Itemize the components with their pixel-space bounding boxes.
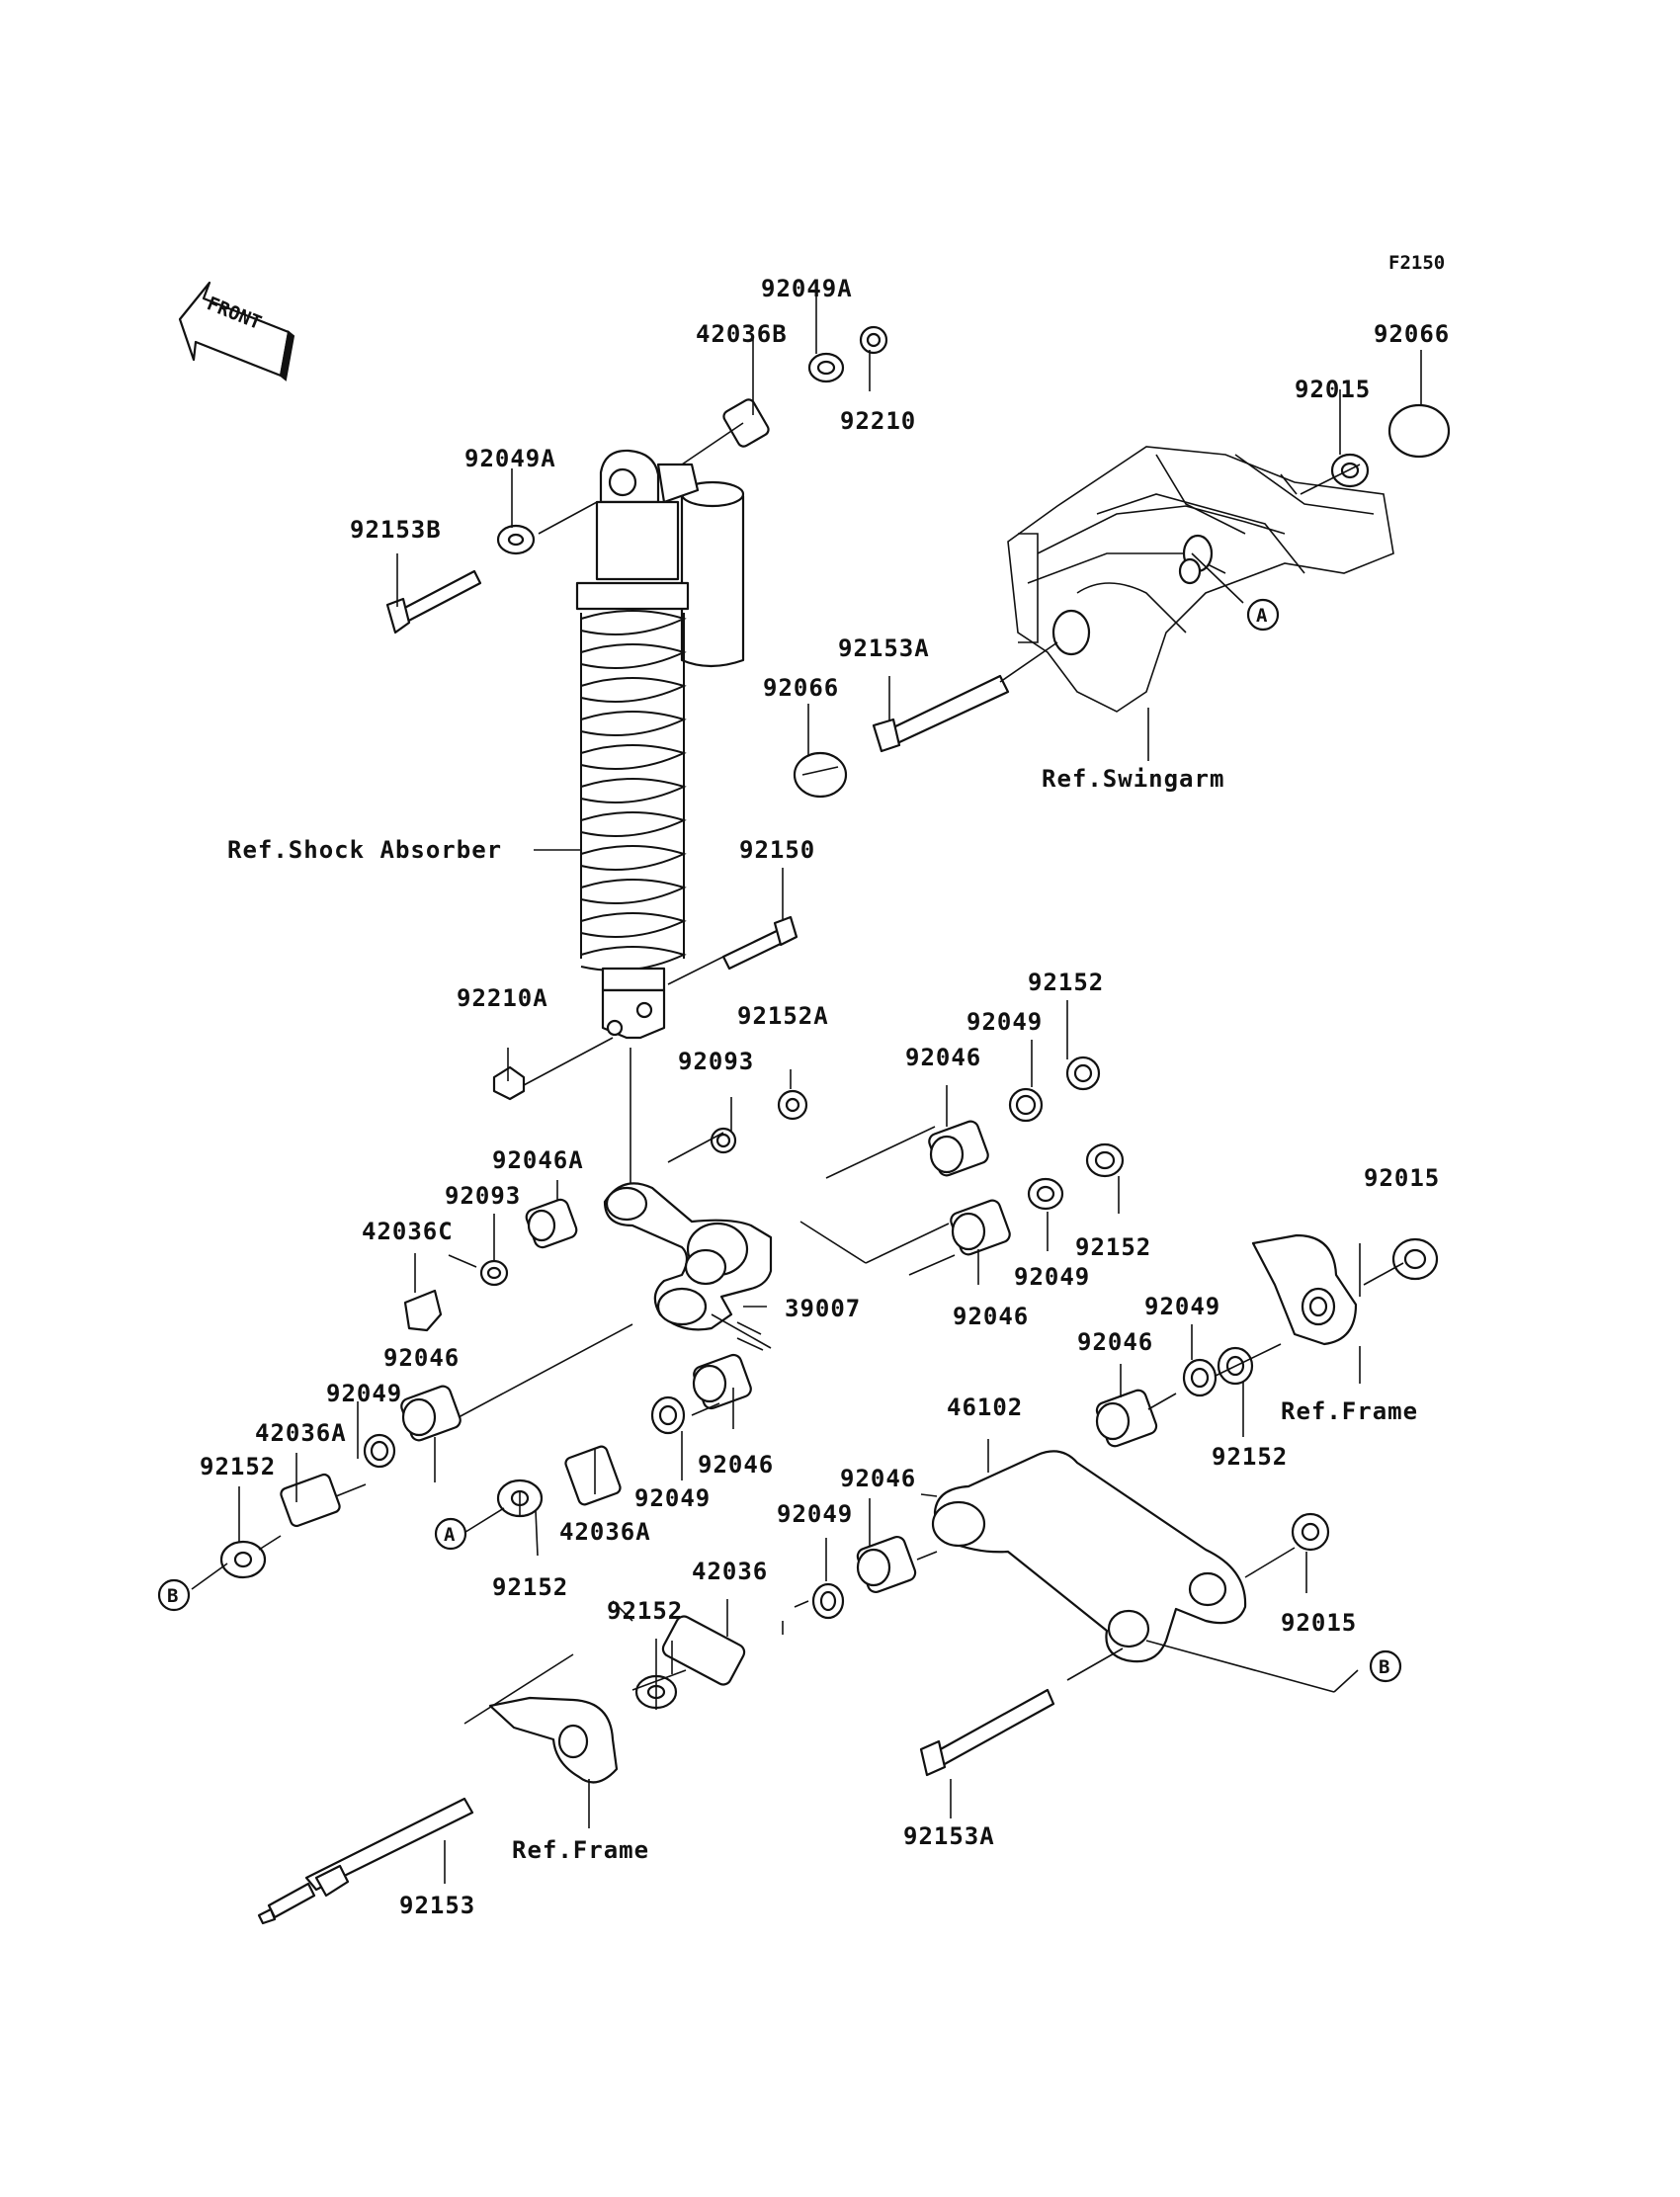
part-label: 42036B — [696, 320, 788, 348]
part-label: 92210 — [840, 407, 916, 435]
part-label: 92152 — [607, 1597, 683, 1625]
bolt-92153 — [257, 1797, 474, 1925]
tie-rod-46102 — [931, 1450, 1247, 1663]
part-label: 92049 — [777, 1500, 853, 1528]
part-label: 92049 — [326, 1380, 402, 1407]
marker-b-left: B — [157, 1578, 191, 1612]
svg-text:B: B — [167, 1585, 178, 1607]
diagram-code: F2150 — [1388, 252, 1445, 274]
part-label: 92049A — [464, 445, 556, 472]
part-label: 92046A — [492, 1146, 584, 1174]
part-label: 92046 — [953, 1303, 1029, 1330]
frame-bracket-bottom — [463, 1653, 619, 1784]
marker-a-left: A — [434, 1517, 467, 1551]
part-label: 92049 — [1144, 1293, 1220, 1320]
part-label: 92015 — [1295, 376, 1371, 403]
part-label: 92015 — [1281, 1609, 1357, 1637]
part-label: 92150 — [739, 836, 815, 864]
ref-frame-bottom-label: Ref.Frame — [512, 1836, 649, 1864]
bolt-92153A-bottom — [919, 1688, 1055, 1777]
part-label: 42036C — [362, 1218, 454, 1245]
part-label: 92046 — [840, 1465, 916, 1492]
svg-text:B: B — [1379, 1656, 1389, 1678]
bolt-92153A-top — [872, 674, 1010, 753]
part-label: 46102 — [947, 1394, 1023, 1421]
ref-shock-absorber-label: Ref.Shock Absorber — [227, 836, 502, 864]
part-label: 92153A — [903, 1822, 995, 1850]
part-label: 39007 — [785, 1295, 861, 1322]
leader-lines — [191, 293, 1422, 1884]
part-label: 92049 — [966, 1008, 1043, 1036]
front-arrow-icon: FRONT — [178, 281, 295, 381]
part-label: 92152A — [737, 1002, 829, 1030]
part-label: 92093 — [445, 1182, 521, 1210]
frame-bracket-right — [1251, 1233, 1358, 1346]
ref-swingarm-label: Ref.Swingarm — [1042, 765, 1224, 793]
part-label: 92049 — [1014, 1263, 1090, 1291]
part-label: 92046 — [1077, 1328, 1153, 1356]
part-label: 92153B — [350, 516, 442, 544]
small-parts — [219, 325, 1451, 1710]
marker-b-right: B — [1369, 1649, 1402, 1683]
part-label: 92066 — [763, 674, 839, 702]
shock-absorber — [575, 449, 745, 1040]
part-label: 92152 — [1028, 969, 1104, 996]
svg-text:A: A — [1256, 605, 1268, 627]
part-label: 92046 — [905, 1044, 981, 1071]
part-label: 92093 — [678, 1048, 754, 1075]
part-label: 92046 — [383, 1344, 460, 1372]
part-label: 92210A — [457, 984, 548, 1012]
part-label: 92049A — [761, 275, 853, 302]
part-label: 92153A — [838, 634, 930, 662]
part-label: 92152 — [200, 1453, 276, 1480]
part-label: 42036 — [692, 1558, 768, 1585]
marker-a-right: A — [1246, 598, 1280, 632]
part-label: 92152 — [1212, 1443, 1288, 1471]
bolt-92150 — [721, 915, 798, 971]
part-label: 92049 — [634, 1484, 711, 1512]
part-label: 92066 — [1374, 320, 1450, 348]
part-label: 92152 — [492, 1573, 568, 1601]
svg-text:A: A — [444, 1524, 456, 1546]
part-label: 92152 — [1075, 1233, 1151, 1261]
part-label: 92015 — [1364, 1164, 1440, 1192]
swingarm-ref — [1007, 446, 1394, 713]
bolt-92153B — [385, 569, 482, 634]
part-label: 42036A — [559, 1518, 651, 1546]
part-label: 42036A — [255, 1419, 347, 1447]
ref-frame-right-label: Ref.Frame — [1281, 1397, 1418, 1425]
bell-crank-39007 — [603, 1182, 773, 1331]
part-label: 92153 — [399, 1892, 475, 1919]
part-label: 92046 — [698, 1451, 774, 1479]
